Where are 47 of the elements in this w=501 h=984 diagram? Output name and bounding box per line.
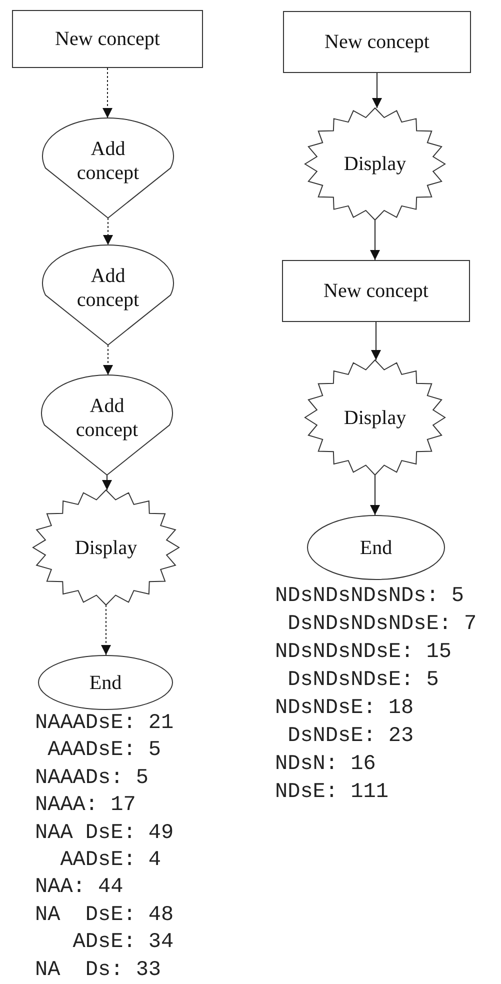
arrow [372,72,382,108]
count-label: NDsNDsE: 18 [275,697,414,722]
arrow [370,220,380,260]
node-label: Display [74,536,138,560]
count-label: ADsE: 34 [72,931,174,956]
node-label: Add concept [74,394,140,442]
count-label: NAA: 44 [35,876,124,901]
arrow [371,322,381,360]
count-label: DsNDsE: 23 [286,725,414,750]
arrow [102,68,112,118]
node-label: New concept [324,279,428,303]
arrow [103,344,113,376]
process-box [283,11,471,73]
process-box [12,10,203,68]
starburst-shape [33,490,179,605]
arrow [102,474,112,490]
node-label: Add concept [76,264,140,312]
arrow [370,474,380,516]
count-label: NDsNDsNDsE: 15 [275,641,452,666]
node-label: Display [344,406,406,430]
count-label: NAAADs: 5 [35,766,148,791]
teardrop-shape [39,375,175,475]
starburst-shape [305,108,445,220]
node-label: Add concept [76,137,140,185]
count-label: NAAADsE: 21 [35,712,174,736]
count-label: DsNDsNDsNDsE: 7 [286,613,477,638]
count-label: NA Ds: 33 [35,958,162,983]
process-box [282,260,470,322]
count-label: AAADsE: 5 [46,739,162,764]
starburst-shape [305,360,445,475]
count-label: NAA DsE: 49 [35,822,174,846]
count-label: NDsN: 16 [275,753,376,778]
node-label: End [89,670,122,694]
teardrop-shape [40,245,176,345]
count-label: AADsE: 4 [59,849,162,874]
count-label: NDsE: 111 [275,781,388,806]
arrow [103,218,113,246]
count-label: NDsNDsNDsNDs: 5 [275,585,464,610]
node-label: New concept [324,30,430,54]
count-label: NAAA: 17 [35,794,136,818]
node-label: Display [344,152,406,176]
count-label: DsNDsNDsE: 5 [286,669,439,694]
count-label: NA DsE: 48 [35,904,174,928]
node-label: New concept [55,27,160,51]
teardrop-shape [40,118,176,218]
node-label: End [360,536,392,560]
arrow [101,604,111,656]
